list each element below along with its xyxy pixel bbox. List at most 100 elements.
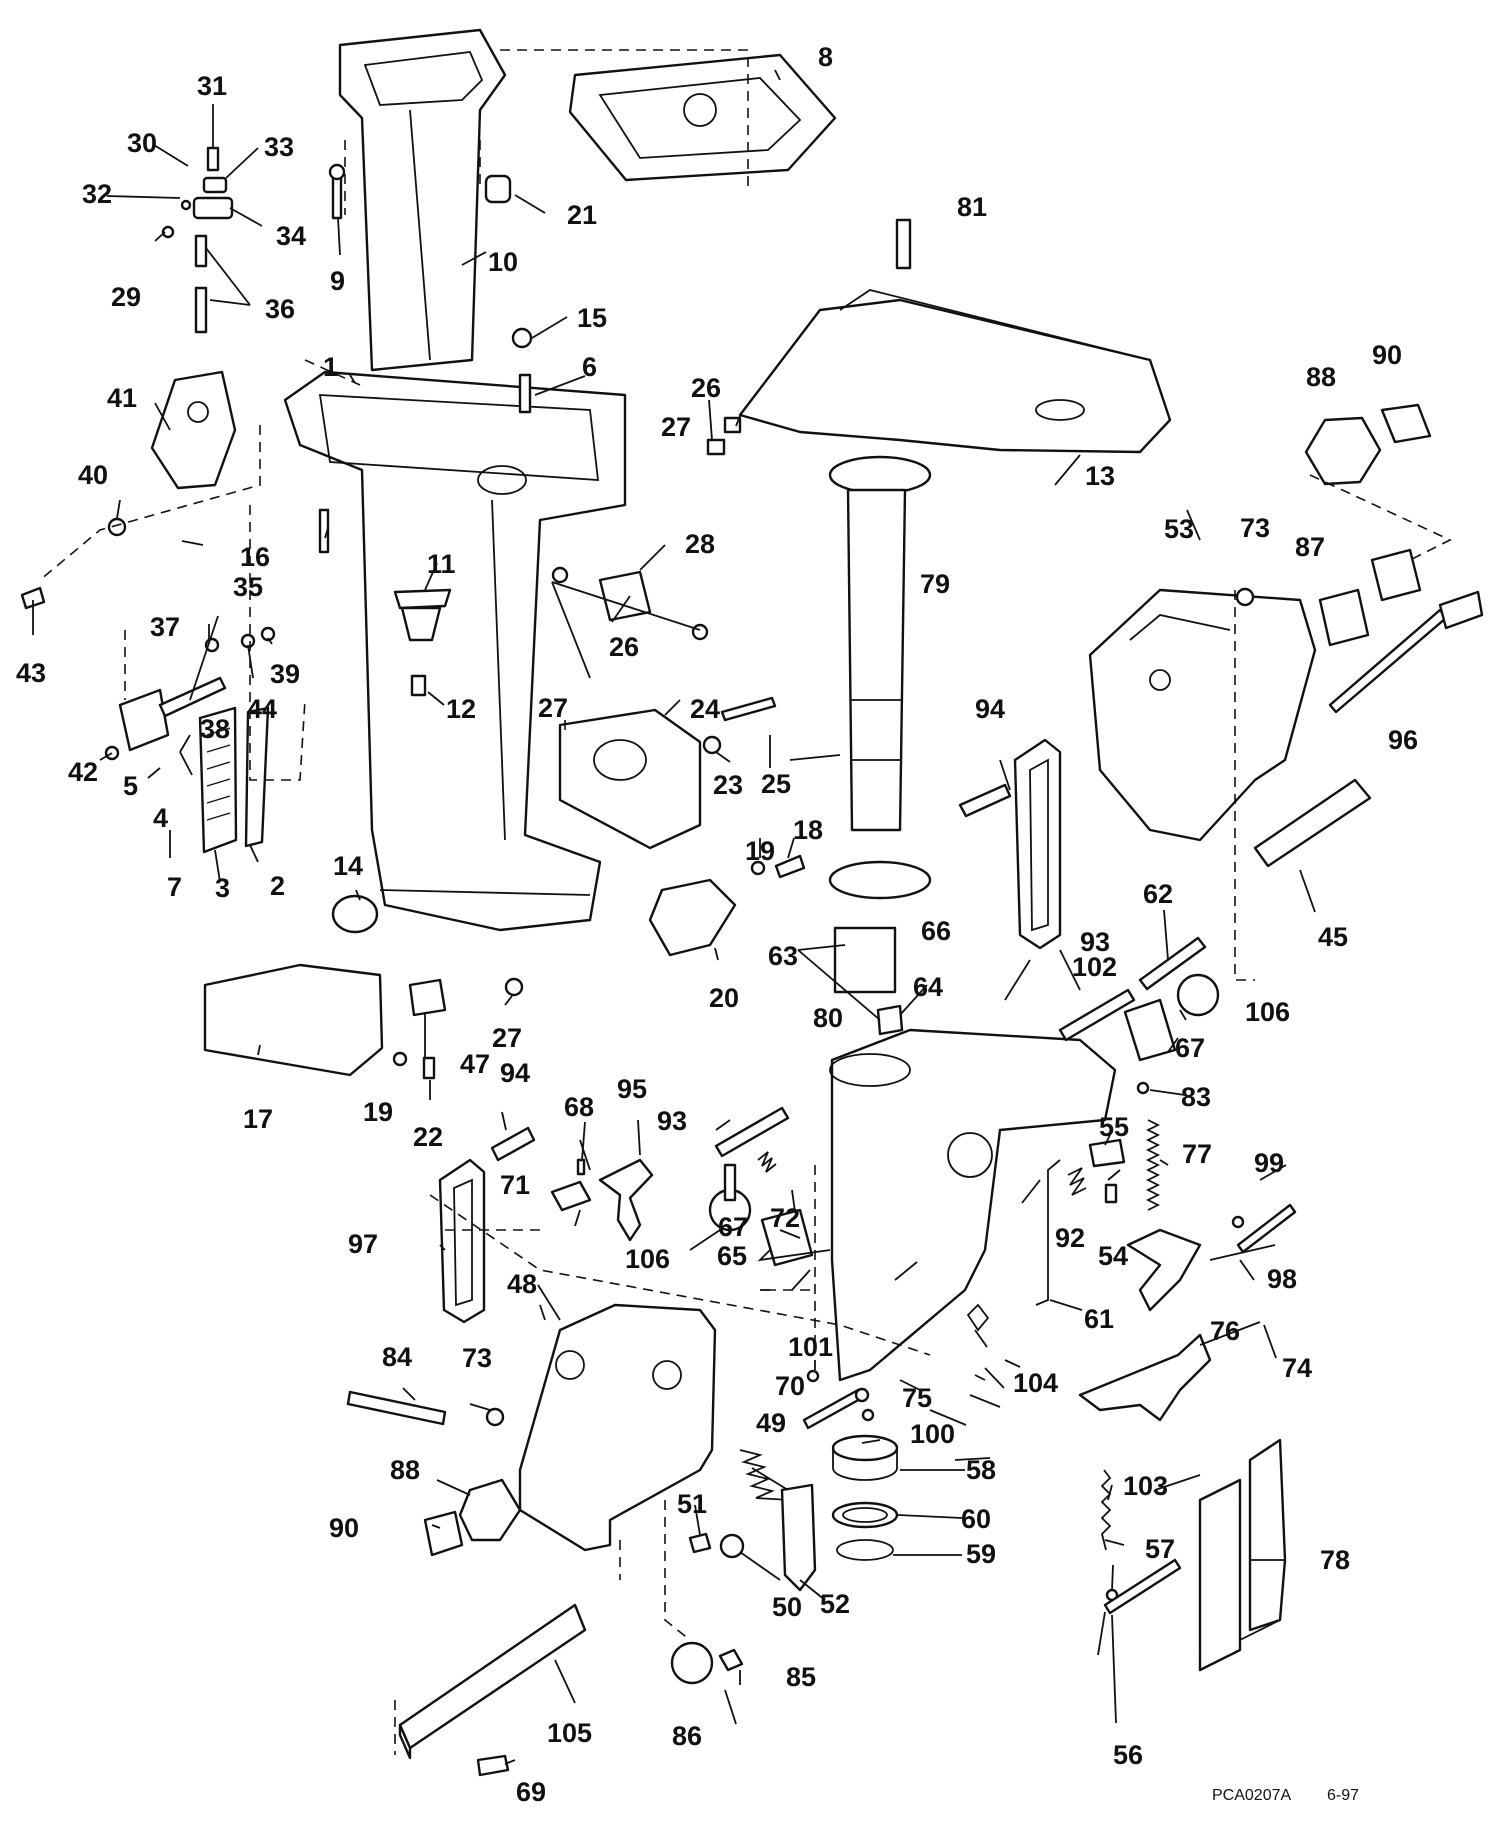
callout-94b: 94 xyxy=(500,1058,530,1088)
callout-43: 43 xyxy=(16,658,46,688)
part-93-pin-b xyxy=(714,1106,790,1158)
callout-88a: 88 xyxy=(1306,362,1336,392)
callout-42: 42 xyxy=(68,757,98,787)
part-28-mount xyxy=(551,566,709,641)
callout-90a: 90 xyxy=(1372,340,1402,370)
callout-87: 87 xyxy=(1295,532,1325,562)
callout-21: 21 xyxy=(567,200,597,230)
callout-78: 78 xyxy=(1320,1545,1350,1575)
callout-2: 2 xyxy=(270,871,285,901)
part-62-pin xyxy=(1138,936,1207,991)
callout-30: 30 xyxy=(127,128,157,158)
part-66-bushing xyxy=(833,926,897,994)
part-83-pin xyxy=(1136,1081,1150,1095)
callout-26a: 26 xyxy=(691,373,721,403)
part-73-nut-a xyxy=(1235,587,1255,607)
callout-106a: 106 xyxy=(1245,997,1290,1027)
callout-29: 29 xyxy=(111,282,141,312)
callout-80: 80 xyxy=(813,1003,843,1033)
part-19-washer-a xyxy=(392,1051,408,1067)
callout-13: 13 xyxy=(1085,461,1115,491)
part-41-shift-lever xyxy=(150,370,237,490)
part-13-swivel-bracket-top xyxy=(738,289,1172,454)
callout-5: 5 xyxy=(123,771,138,801)
part-102-slotted-plate xyxy=(1013,738,1062,950)
callout-104: 104 xyxy=(1013,1368,1058,1398)
callout-35: 35 xyxy=(233,572,263,602)
part-56-pin xyxy=(1103,1558,1182,1615)
callout-64: 64 xyxy=(913,972,943,1002)
part-19-washer-b xyxy=(750,860,766,876)
part-67-bushing-b xyxy=(760,1208,814,1267)
callout-92: 92 xyxy=(1055,1223,1085,1253)
callout-24: 24 xyxy=(690,694,720,724)
part-71-clip xyxy=(550,1180,592,1212)
callout-52: 52 xyxy=(820,1589,850,1619)
part-9-screw xyxy=(328,163,346,220)
part-94-bolt-a xyxy=(958,783,1012,818)
part-87-sleeve-b xyxy=(1370,548,1422,602)
callout-25: 25 xyxy=(761,769,791,799)
callout-34: 34 xyxy=(276,221,306,251)
callout-8: 8 xyxy=(818,42,833,72)
date-code: 6-97 xyxy=(1327,1787,1359,1804)
callout-101: 101 xyxy=(788,1332,833,1362)
callout-70: 70 xyxy=(775,1371,805,1401)
callout-labels: 1 2 3 4 5 6 7 8 9 10 11 12 13 14 15 16 1… xyxy=(16,42,1418,1807)
callout-15: 15 xyxy=(577,303,607,333)
part-104-clip xyxy=(966,1303,990,1332)
part-60-ring xyxy=(831,1501,899,1529)
part-1-drive-shaft-housing xyxy=(283,370,627,932)
callout-79: 79 xyxy=(920,569,950,599)
part-67-bushing-a xyxy=(1123,998,1177,1062)
callout-99: 99 xyxy=(1254,1148,1284,1178)
callout-75: 75 xyxy=(902,1383,932,1413)
callout-55: 55 xyxy=(1099,1112,1129,1142)
part-54-screw xyxy=(1104,1183,1118,1204)
part-77-spring xyxy=(1145,1119,1161,1211)
callout-68: 68 xyxy=(564,1092,594,1122)
part-92-spring xyxy=(1067,1167,1087,1196)
callout-65: 65 xyxy=(717,1241,747,1271)
callout-28: 28 xyxy=(685,529,715,559)
part-98-pin xyxy=(1236,1203,1297,1254)
part-20-anode xyxy=(648,878,737,957)
part-79-steering-tube xyxy=(828,455,932,832)
callout-81: 81 xyxy=(957,192,987,222)
part-68-screw xyxy=(576,1158,586,1176)
part-2-plate xyxy=(244,706,270,848)
callout-106b: 106 xyxy=(625,1244,670,1274)
part-3-pad xyxy=(198,706,238,854)
callout-14: 14 xyxy=(333,851,363,881)
callout-20: 20 xyxy=(709,983,739,1013)
callout-102: 102 xyxy=(1072,952,1117,982)
part-64-clip xyxy=(876,1004,904,1036)
part-87-sleeve-a xyxy=(1318,588,1370,647)
callout-10: 10 xyxy=(488,247,518,277)
callout-67b: 67 xyxy=(718,1212,748,1242)
part-86-washer xyxy=(670,1641,714,1685)
callout-17: 17 xyxy=(243,1104,273,1134)
callout-1: 1 xyxy=(323,352,338,382)
part-22-screw xyxy=(422,1056,436,1080)
part-72-spring xyxy=(757,1151,777,1173)
part-100-clip xyxy=(861,1408,875,1422)
part-63-bushing-top xyxy=(828,860,932,900)
part-103-spring xyxy=(1100,1469,1112,1551)
callout-86: 86 xyxy=(672,1721,702,1751)
callout-76: 76 xyxy=(1210,1316,1240,1346)
callout-36: 36 xyxy=(265,294,295,324)
callout-67a: 67 xyxy=(1175,1033,1205,1063)
part-61-rod xyxy=(1035,1159,1061,1306)
part-11-mount xyxy=(393,588,452,642)
part-80-swivel-bracket xyxy=(829,1028,1117,1382)
part-52-lever xyxy=(780,1483,817,1592)
callout-105: 105 xyxy=(547,1718,592,1748)
callout-93a: 93 xyxy=(1080,927,1110,957)
part-25-bolt xyxy=(720,696,777,722)
callout-32: 32 xyxy=(82,179,112,209)
callout-69: 69 xyxy=(516,1777,546,1807)
part-106-washer-a xyxy=(1176,973,1220,1017)
part-65-screw xyxy=(723,1163,737,1202)
callout-74: 74 xyxy=(1282,1353,1312,1383)
